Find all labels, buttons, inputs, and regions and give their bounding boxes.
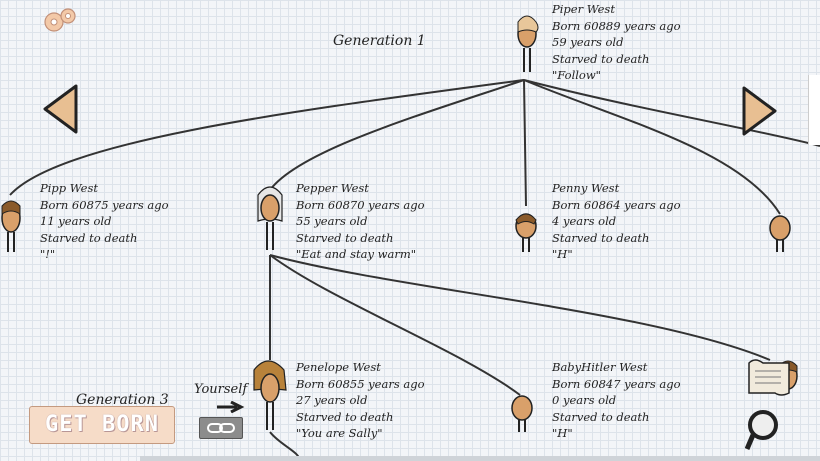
person-info-penelope: Penelope West Born 60855 years ago 27 ye… bbox=[296, 359, 425, 442]
yourself-label: Yourself bbox=[194, 382, 248, 397]
person-name: BabyHitler West bbox=[552, 360, 648, 374]
person-quote: "H" bbox=[552, 247, 573, 261]
vertical-scrollbar[interactable] bbox=[808, 75, 820, 145]
right-arrow-icon[interactable] bbox=[742, 86, 778, 136]
person-quote: "You are Sally" bbox=[296, 426, 383, 440]
figure-penelope[interactable] bbox=[253, 360, 287, 430]
person-quote: "H" bbox=[552, 426, 573, 440]
generation-1-label: Generation 1 bbox=[333, 33, 426, 49]
person-born: Born 60875 years ago bbox=[40, 197, 169, 212]
tree-line-pipp bbox=[9, 79, 525, 196]
figure-piper[interactable] bbox=[517, 15, 539, 72]
person-info-pepper: Pepper West Born 60870 years ago 55 year… bbox=[296, 180, 425, 263]
person-age: 27 years old bbox=[296, 393, 368, 407]
person-death: Starved to death bbox=[40, 230, 138, 245]
generation-3-label: Generation 3 bbox=[76, 392, 169, 408]
tree-line-gen3-3 bbox=[269, 254, 771, 361]
person-age: 59 years old bbox=[552, 35, 624, 49]
figure-penny[interactable] bbox=[515, 213, 537, 252]
person-info-penny: Penny West Born 60864 years ago 4 years … bbox=[552, 180, 681, 263]
person-info-babyhitler: BabyHitler West Born 60847 years ago 0 y… bbox=[552, 359, 681, 442]
link-icon bbox=[207, 423, 235, 433]
tree-line-penny bbox=[523, 79, 527, 207]
person-name: Pipp West bbox=[40, 181, 99, 195]
yourself-arrow-icon bbox=[215, 398, 245, 414]
person-name: Penny West bbox=[552, 181, 620, 195]
left-arrow-icon[interactable] bbox=[42, 84, 78, 134]
person-quote: "Follow" bbox=[552, 68, 601, 82]
person-name: Pepper West bbox=[296, 181, 369, 195]
person-name: Piper West bbox=[552, 2, 615, 16]
person-born: Born 60855 years ago bbox=[296, 376, 425, 391]
tree-line-pepper bbox=[269, 79, 525, 191]
person-born: Born 60889 years ago bbox=[552, 18, 681, 33]
person-age: 0 years old bbox=[552, 393, 617, 407]
figure-pepper[interactable] bbox=[257, 186, 283, 250]
figure-babyhitler[interactable] bbox=[511, 395, 533, 432]
person-death: Starved to death bbox=[296, 230, 394, 245]
tree-line-gen2-5 bbox=[523, 79, 820, 147]
tree-line-gen2-4 bbox=[523, 79, 781, 215]
person-info-pipp: Pipp West Born 60875 years ago 11 years … bbox=[40, 180, 169, 263]
person-quote: "!" bbox=[40, 247, 56, 261]
horizontal-scrollbar[interactable] bbox=[140, 456, 820, 461]
link-button[interactable] bbox=[199, 417, 243, 439]
person-age: 11 years old bbox=[40, 214, 112, 228]
figure-pipp[interactable] bbox=[1, 200, 21, 252]
get-born-button[interactable]: GET BORN bbox=[29, 406, 175, 444]
magnifier-icon bbox=[744, 410, 778, 450]
person-name: Penelope West bbox=[296, 360, 381, 374]
person-death: Starved to death bbox=[552, 230, 650, 245]
person-death: Starved to death bbox=[552, 51, 650, 66]
person-born: Born 60870 years ago bbox=[296, 197, 425, 212]
person-born: Born 60847 years ago bbox=[552, 376, 681, 391]
person-age: 55 years old bbox=[296, 214, 368, 228]
gear-icon[interactable] bbox=[40, 6, 80, 34]
person-death: Starved to death bbox=[296, 409, 394, 424]
figure-gen2-4[interactable] bbox=[769, 215, 791, 252]
tree-line-babyhitler bbox=[269, 254, 521, 396]
person-born: Born 60864 years ago bbox=[552, 197, 681, 212]
person-quote: "Eat and stay warm" bbox=[296, 247, 417, 261]
person-age: 4 years old bbox=[552, 214, 617, 228]
person-death: Starved to death bbox=[552, 409, 650, 424]
scroll-icon[interactable] bbox=[744, 357, 797, 457]
person-info-piper: Piper West Born 60889 years ago 59 years… bbox=[552, 1, 681, 84]
